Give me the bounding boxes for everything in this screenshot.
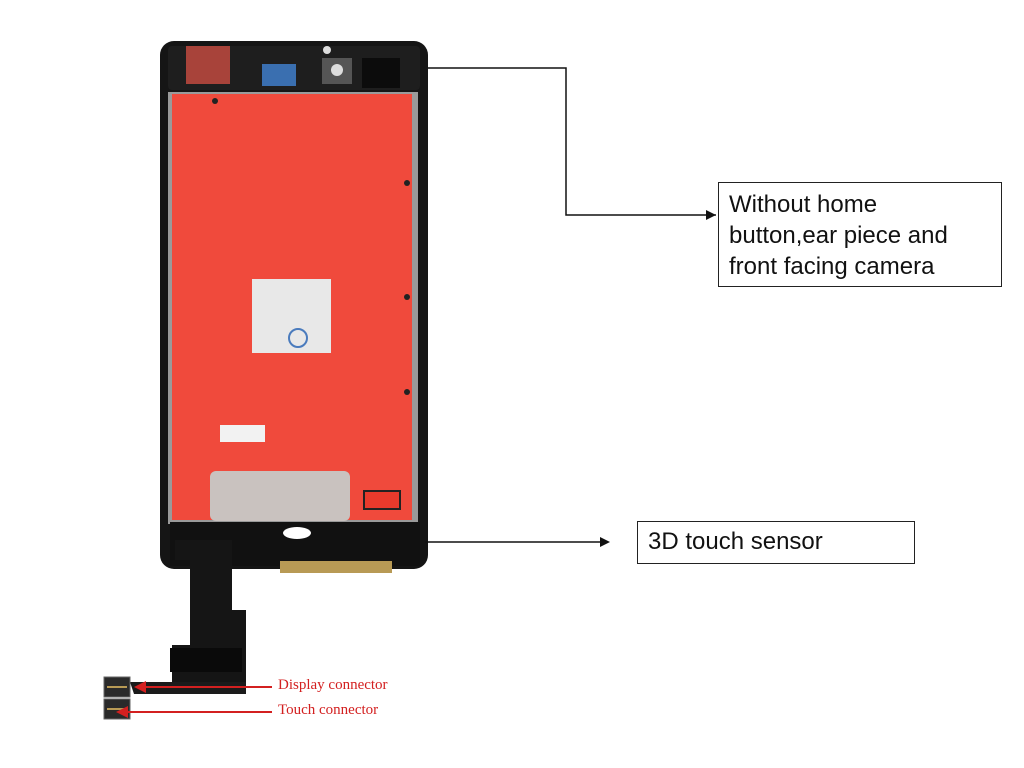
callout-touch-sensor: 3D touch sensor xyxy=(637,521,915,564)
callout-home-button: Without home button,ear piece and front … xyxy=(718,182,1002,287)
red-pad xyxy=(363,490,401,510)
top-left-tab xyxy=(186,46,230,84)
flex-connector-block xyxy=(170,648,242,672)
recycle-logo-icon xyxy=(288,328,308,348)
bottom-cutout xyxy=(283,527,311,539)
touch-arrow-head-icon xyxy=(116,706,128,718)
callout-touch-text: 3D touch sensor xyxy=(648,528,823,555)
earpiece-bracket xyxy=(262,64,296,86)
serial-label xyxy=(210,471,350,521)
callout-home-line2: button,ear piece and xyxy=(729,222,948,249)
center-sticker xyxy=(252,279,331,353)
arrow-head-top-icon xyxy=(706,210,716,220)
top-right-block xyxy=(362,58,400,88)
callout-home-line3: front facing camera xyxy=(729,253,935,280)
display-connector-label: Display connector xyxy=(278,677,388,693)
arrow-head-touch-icon xyxy=(600,537,610,547)
display-arrow-head-icon xyxy=(134,681,146,693)
camera-hole-icon xyxy=(331,64,343,76)
touch-sensor-strip xyxy=(280,561,392,573)
touch-connector-label: Touch connector xyxy=(278,702,379,718)
callout-line-top xyxy=(428,67,716,216)
small-label xyxy=(220,425,265,442)
callout-home-line1: Without home xyxy=(729,191,878,218)
